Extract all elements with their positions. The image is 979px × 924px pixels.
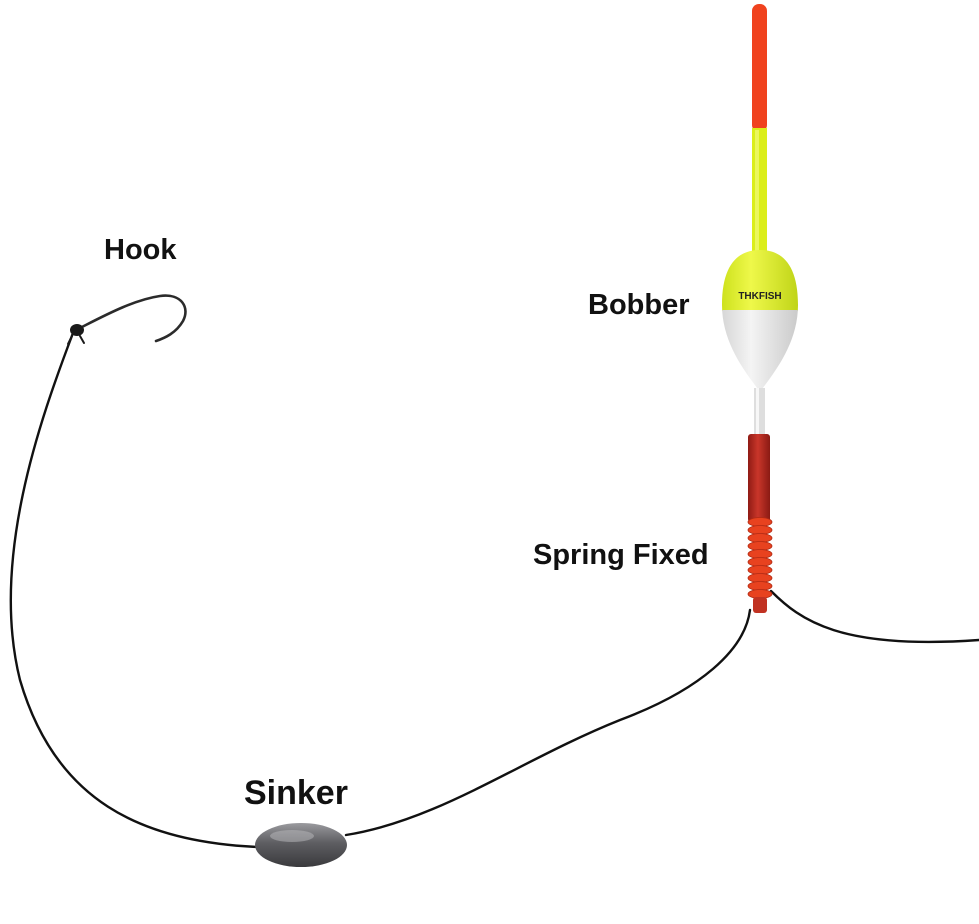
fishing-line-lower	[9, 331, 752, 849]
hook-label: Hook	[104, 234, 177, 266]
fishing-line-tail	[769, 589, 979, 644]
sinker-icon	[255, 823, 347, 867]
spring-fixed-label: Spring Fixed	[533, 539, 709, 571]
hook-icon	[67, 294, 187, 345]
spring-icon	[747, 517, 773, 599]
bobber-icon: THKFISH	[722, 4, 798, 613]
sinker-label: Sinker	[244, 774, 348, 812]
bobber-label: Bobber	[588, 289, 690, 321]
bobber-brand-text: THKFISH	[738, 291, 781, 302]
